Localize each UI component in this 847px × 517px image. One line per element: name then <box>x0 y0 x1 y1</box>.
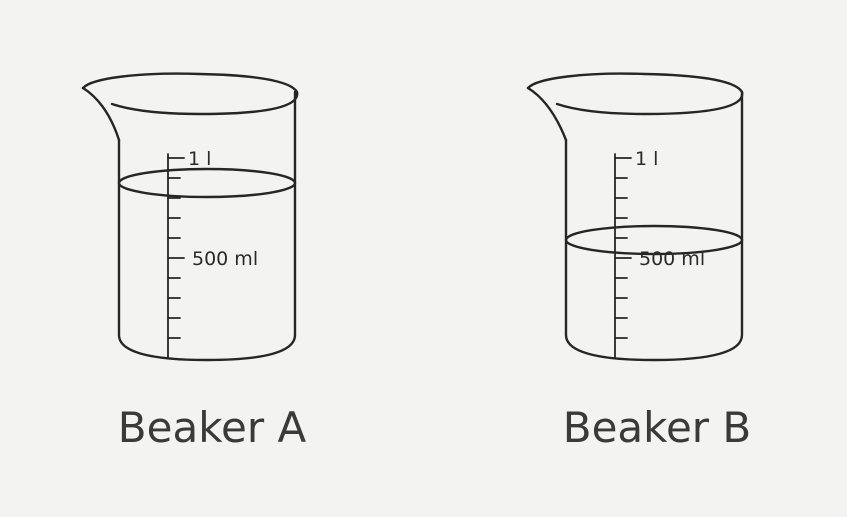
beaker-b-rim <box>526 72 744 116</box>
beaker-a-caption: Beaker A <box>118 403 307 452</box>
beaker-a-rim <box>81 72 299 116</box>
beaker-b: 1 l 500 ml Beaker B <box>526 72 752 452</box>
beaker-b-caption: Beaker B <box>563 403 752 452</box>
beaker-a-label-500ml: 500 ml <box>192 248 258 270</box>
beaker-a-spout <box>81 86 121 142</box>
beaker-a: 1 l 500 ml Beaker A <box>81 72 307 452</box>
beaker-b-label-1l: 1 l <box>635 148 658 170</box>
beaker-a-liquid-surface <box>117 167 297 199</box>
beaker-a-label-1l: 1 l <box>188 148 211 170</box>
beaker-a-scale <box>167 153 185 359</box>
beaker-b-liquid-surface <box>564 224 744 256</box>
beaker-b-spout <box>526 86 568 142</box>
beaker-a-left-wall <box>117 90 297 362</box>
beaker-b-label-500ml: 500 ml <box>639 248 705 270</box>
beaker-b-left-wall <box>564 90 744 362</box>
beaker-b-scale <box>614 153 632 359</box>
